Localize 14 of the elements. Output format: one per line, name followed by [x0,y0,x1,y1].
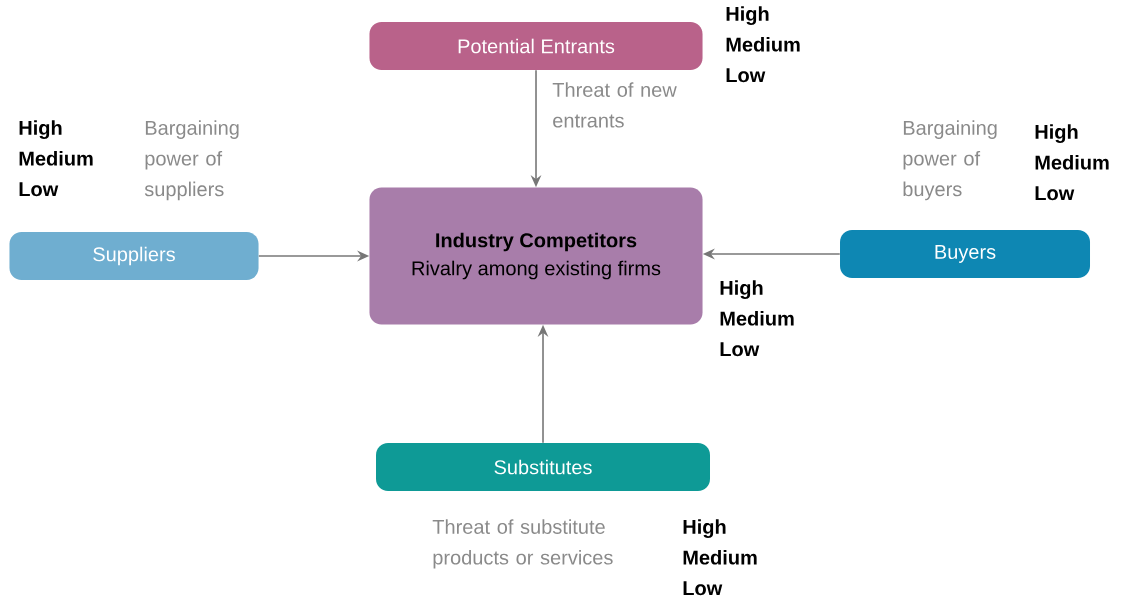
process-box: Potential Entrants [369,22,703,70]
process-box: Buyers [840,230,1090,278]
process-box: Suppliers [9,232,259,280]
rating-levels: High Medium Low [720,280,794,357]
rating-levels: High Medium Low [19,120,93,197]
rating-levels: High Medium Low [683,519,757,596]
process-box: Substitutes [376,443,710,491]
edge-label: Threat of new entrants [552,82,677,128]
process-box: Industry Competitors Rivalry among existing firms [369,187,703,325]
rating-levels: High Medium Low [1035,124,1109,201]
force-description: Bargaining power of buyers [903,120,997,201]
force-description: Bargaining power of suppliers [144,120,239,201]
force-description: Threat of substitute products or services [432,519,613,569]
rating-levels: High Medium Low [726,6,800,83]
